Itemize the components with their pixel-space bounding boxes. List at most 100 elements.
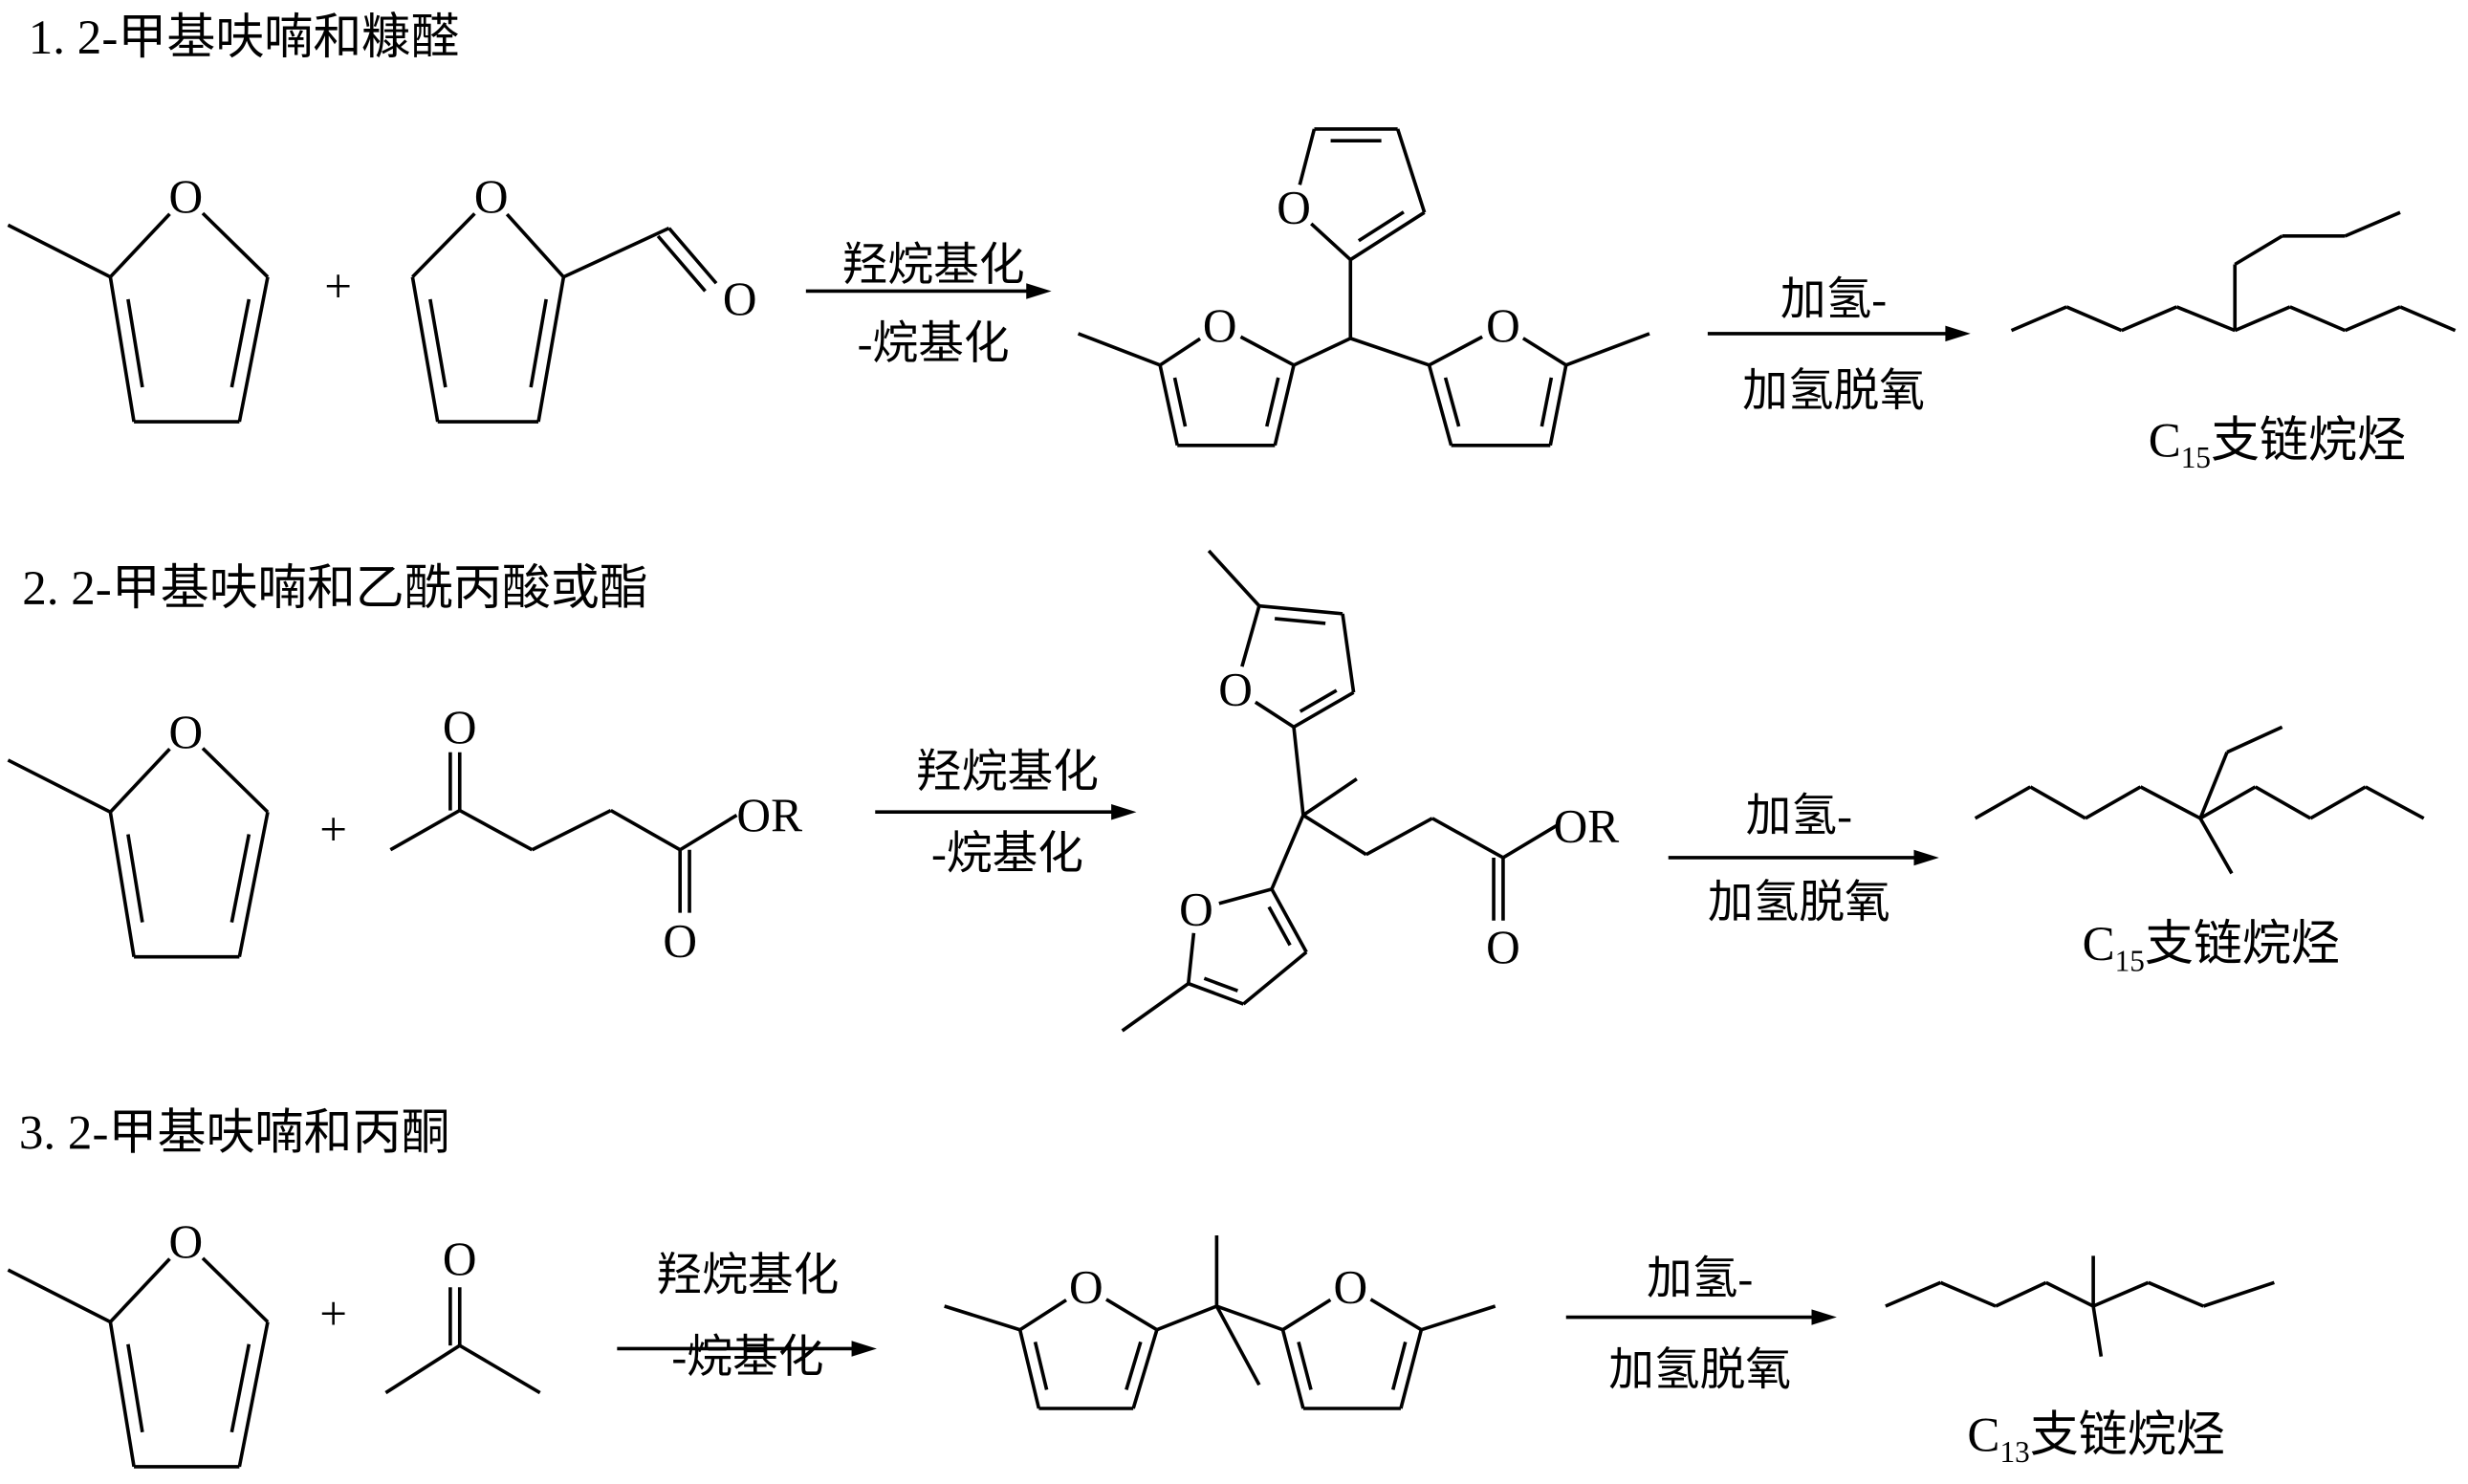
double-bond	[1274, 617, 1326, 625]
chain-bond	[1885, 1280, 1942, 1308]
product-name: 支链烷烃	[2145, 918, 2340, 971]
route-3-step1-top: 羟烷基化	[656, 1251, 839, 1301]
furan-bond	[1159, 337, 1202, 367]
chain-bond	[1292, 727, 1305, 816]
chain-bond	[2234, 234, 2283, 267]
furan-bond	[237, 276, 270, 423]
furan-bond	[536, 276, 566, 423]
double-bond	[1172, 377, 1188, 427]
chain-bond	[2309, 785, 2367, 820]
oxygen-atom-label: O	[1486, 921, 1520, 973]
arrow-head	[1111, 804, 1137, 820]
chain-bond	[2254, 785, 2312, 820]
double-bond	[1125, 1341, 1143, 1390]
double-bond	[1033, 1341, 1049, 1390]
methyl-bond	[1565, 332, 1650, 367]
product-c: C	[2083, 918, 2115, 971]
chain-bond	[1156, 1304, 1218, 1332]
furan-bond	[1018, 1298, 1068, 1332]
chain-bond	[1301, 777, 1358, 818]
chain-bond	[609, 809, 682, 852]
furan-bond	[411, 212, 476, 278]
bonds-layer	[7, 127, 2457, 1469]
furan-bond	[1273, 364, 1296, 447]
arrow-head	[851, 1341, 877, 1357]
furan-bond	[1521, 337, 1567, 367]
bond	[1293, 337, 1352, 367]
furan-bond	[1270, 888, 1308, 953]
furan-bond	[108, 276, 136, 423]
furan-bond	[1017, 1329, 1041, 1409]
oxygen-atom-label: O	[1333, 1261, 1367, 1314]
chain-bond	[458, 1343, 541, 1395]
double-bond	[1299, 688, 1338, 713]
route-3-step2-bottom: 加氢脱氧	[1608, 1344, 1791, 1395]
oxygen-atom-label: O	[169, 706, 204, 758]
route-1-step2-top: 加氢-	[1780, 274, 1887, 325]
furan-bond	[1258, 603, 1343, 616]
furan-bond	[1395, 128, 1427, 213]
furan-bond	[1548, 364, 1568, 447]
furan-bond	[201, 211, 270, 278]
chain-bond	[1365, 817, 1433, 857]
furan-bond	[201, 1256, 270, 1323]
product-name: 支链烷烃	[2030, 1408, 2225, 1462]
furan-bond	[1218, 887, 1273, 906]
furan-bond	[1369, 1298, 1423, 1332]
product-name: 支链烷烃	[2211, 414, 2406, 468]
chain-bond	[2344, 305, 2401, 333]
chain-bond	[2289, 305, 2347, 333]
chain-bond	[2175, 305, 2236, 333]
bond	[2091, 1305, 2104, 1357]
double-bond	[1390, 1341, 1408, 1390]
oxygen-atom-label: O	[169, 170, 204, 223]
chain-bond	[2044, 1280, 2094, 1308]
route-1-title: 1. 2-甲基呋喃和糠醛	[29, 11, 460, 65]
furan-bond	[1298, 128, 1317, 186]
chain-bond	[1270, 814, 1305, 890]
carbonyl-bond	[656, 234, 707, 293]
chain-bond	[458, 809, 534, 852]
chain-bond	[2029, 785, 2086, 820]
double-bond	[1297, 1341, 1313, 1390]
double-bond	[1203, 976, 1239, 993]
oxygen-atom-label: O	[723, 273, 757, 325]
furan-bond	[1242, 950, 1308, 1006]
methyl-bond	[7, 1268, 112, 1324]
arrow-head	[1945, 325, 1971, 342]
double-bond	[229, 298, 251, 388]
double-bond	[229, 1343, 251, 1433]
product-c: C	[1967, 1408, 1999, 1462]
oxygen-atom-label: O	[169, 1215, 204, 1268]
chain-bond	[1215, 1304, 1284, 1332]
furan-bond	[237, 811, 270, 958]
furan-bond	[1240, 605, 1261, 667]
route-3-step1-bottom: -烷基化	[671, 1332, 823, 1383]
route-2-step2-top: 加氢-	[1746, 791, 1852, 841]
furan-bond	[1254, 700, 1296, 729]
methyl-bond	[7, 223, 112, 279]
furan-bond	[1158, 364, 1180, 447]
product-c: C	[2149, 414, 2181, 468]
route-2-step1-top: 羟烷基化	[916, 747, 1099, 797]
chain-bond	[2344, 210, 2401, 238]
furan-bond	[1310, 222, 1352, 261]
plus-sign: +	[324, 260, 352, 314]
methyl-bond	[1420, 1304, 1496, 1332]
chain-bond	[531, 808, 612, 852]
methyl-bond	[1207, 549, 1261, 607]
furan-bond	[201, 747, 270, 814]
route-3-step2-top: 加氢-	[1647, 1254, 1753, 1304]
chain-bond	[1502, 822, 1560, 860]
route-3-title: 3. 2-甲基呋喃和丙酮	[19, 1106, 450, 1160]
furan-bond	[1281, 1298, 1332, 1332]
methyl-bond	[1121, 982, 1190, 1033]
oxygen-atom-label: O	[1218, 663, 1253, 715]
oxygen-atom-label: O	[1179, 884, 1213, 936]
double-bond	[1267, 906, 1292, 947]
furan-bond	[505, 212, 565, 278]
double-bond	[1443, 377, 1461, 427]
furan-bond	[1131, 1329, 1159, 1409]
double-bond	[229, 834, 251, 923]
